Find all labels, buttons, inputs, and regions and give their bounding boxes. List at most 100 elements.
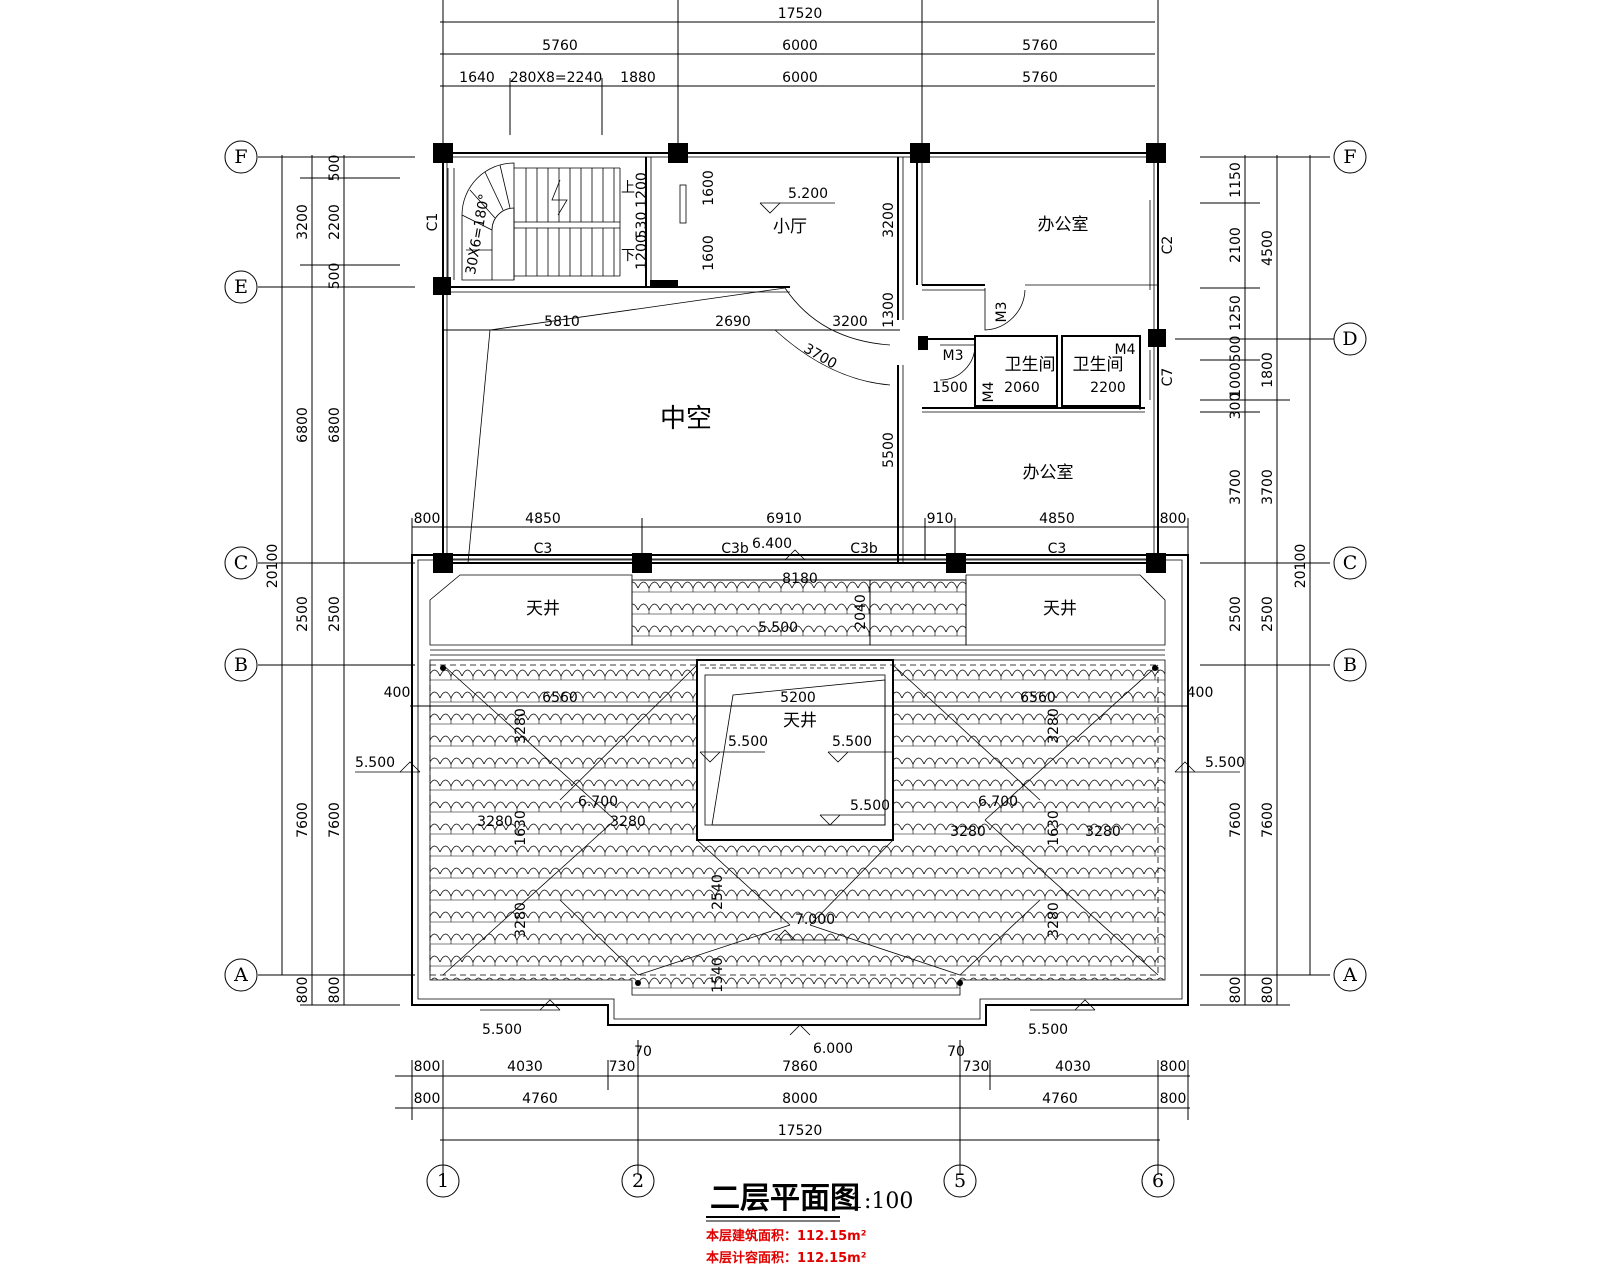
axis-label-2: 2 xyxy=(632,1170,644,1192)
dim-text: 6560 xyxy=(542,690,578,706)
axis-bubble xyxy=(1141,1164,1175,1198)
column xyxy=(433,277,451,295)
dim-text: 2100 xyxy=(1228,227,1244,263)
dim-text: 4850 xyxy=(1039,511,1075,527)
dim-text: 4760 xyxy=(522,1091,558,1107)
dim-text: 1200 xyxy=(634,234,650,270)
axis-bubble xyxy=(224,958,258,992)
window-tag: C3 xyxy=(1048,541,1067,557)
axis-bubble xyxy=(426,1164,460,1198)
column xyxy=(1146,143,1166,163)
dim-text: 20100 xyxy=(265,544,281,589)
dim-text: 3700 xyxy=(1228,469,1244,505)
dim-text: 6560 xyxy=(1020,690,1056,706)
door-tag: M3 xyxy=(943,348,964,364)
elevation-label: 6.000 xyxy=(813,1041,853,1057)
dim-text: 2500 xyxy=(327,596,343,632)
dim-text: 300 xyxy=(1228,393,1244,420)
axis-bubble xyxy=(621,1164,655,1198)
dim-text: 2040 xyxy=(853,594,869,630)
axis-label-1: 1 xyxy=(437,1170,449,1192)
column xyxy=(1146,553,1166,573)
building-area-note: 本层建筑面积：112.15m² xyxy=(706,1228,866,1244)
column xyxy=(1148,329,1166,347)
axis-label-f-left: F xyxy=(234,146,247,168)
staircase xyxy=(461,162,621,281)
axis-label-c-right: C xyxy=(1343,552,1358,574)
dim-text: 2690 xyxy=(715,314,751,330)
dim-text: 2200 xyxy=(327,204,343,240)
axis-label-5: 5 xyxy=(954,1170,966,1192)
axis-bubbles: F E C B A F D C B A 1 2 5 6 xyxy=(224,140,1367,1198)
axis-label-b-left: B xyxy=(234,654,248,676)
dim-text: 5500 xyxy=(881,432,897,468)
dim-text: 4760 xyxy=(1042,1091,1078,1107)
column xyxy=(668,143,688,163)
dim-text: 4030 xyxy=(507,1059,543,1075)
dim-text: 3700 xyxy=(1260,469,1276,505)
dim-text: 5760 xyxy=(542,38,578,54)
stair-down-label: 下 xyxy=(621,248,635,264)
dim-text: 800 xyxy=(414,1091,441,1107)
dim-text: 800 xyxy=(1260,977,1276,1004)
dim-text: 5760 xyxy=(1022,70,1058,86)
dim-text: 3280 xyxy=(1046,902,1062,938)
axis-bubble xyxy=(1333,958,1367,992)
elevation-label: 6.400 xyxy=(752,536,792,552)
dim-text: 500 xyxy=(1228,336,1244,363)
axis-label-c-left: C xyxy=(234,552,249,574)
dim-text: 1150 xyxy=(1228,162,1244,198)
dim-text: 3280 xyxy=(477,814,513,830)
dim-text: 7600 xyxy=(1260,802,1276,838)
axis-bubble xyxy=(1333,140,1367,174)
elevation-label: 5.500 xyxy=(482,1022,522,1038)
drawing-title: 二层平面图 xyxy=(710,1181,860,1216)
dim-text: 800 xyxy=(414,511,441,527)
elevation-label: 5.500 xyxy=(850,798,890,814)
window-tag: C2 xyxy=(1160,236,1176,255)
dim-text: 910 xyxy=(927,511,954,527)
column xyxy=(632,553,652,573)
dim-text: 2200 xyxy=(1090,380,1126,396)
dim-text: 4030 xyxy=(1055,1059,1091,1075)
stair-labels: 上 下 30X6=180° 1200 530 1200 1600 1600 xyxy=(463,170,717,276)
door-tag: M4 xyxy=(981,381,997,402)
dim-text: 7600 xyxy=(327,802,343,838)
dim-text: 8180 xyxy=(782,571,818,587)
dim-text: 1600 xyxy=(701,235,717,271)
axis-bubble xyxy=(943,1164,977,1198)
dim-text: 2060 xyxy=(1004,380,1040,396)
dim-text: 2540 xyxy=(710,874,726,910)
axis-lines xyxy=(258,156,1330,1162)
room-label-tianjing-right: 天井 xyxy=(1043,599,1077,619)
room-label-wc1: 卫生间 xyxy=(1005,355,1056,375)
elevation-markers xyxy=(355,202,1240,1036)
dim-text: 1200 xyxy=(634,172,650,208)
dim-text: 500 xyxy=(327,263,343,290)
room-label-xiaoting: 小厅 xyxy=(773,217,807,237)
dim-text: 6800 xyxy=(327,407,343,443)
window-tag: C3 xyxy=(534,541,553,557)
axis-label-e-left: E xyxy=(234,276,248,298)
dim-text: 3280 xyxy=(513,902,529,938)
column xyxy=(433,143,453,163)
door-tag: M3 xyxy=(994,302,1010,323)
columns xyxy=(433,143,1166,573)
dim-text: 3200 xyxy=(881,202,897,238)
dim-text: 1640 xyxy=(459,70,495,86)
room-label-office-top: 办公室 xyxy=(1038,215,1089,235)
dim-text: 800 xyxy=(1160,1059,1187,1075)
window-tag: C1 xyxy=(425,213,441,232)
dim-text: 1600 xyxy=(701,170,717,206)
dim-text: 1000 xyxy=(1228,362,1244,398)
window-tag: C3b xyxy=(721,541,749,557)
elevation-label: 5.500 xyxy=(758,620,798,636)
room-label-void: 中空 xyxy=(660,404,712,434)
dim-text: 5810 xyxy=(544,314,580,330)
dim-text: 800 xyxy=(327,977,343,1004)
dim-text: 5200 xyxy=(780,690,816,706)
roof-plan xyxy=(411,554,1189,1026)
dim-text: 20100 xyxy=(1293,544,1309,589)
axis-bubble xyxy=(224,140,258,174)
dim-text: 7860 xyxy=(782,1059,818,1075)
